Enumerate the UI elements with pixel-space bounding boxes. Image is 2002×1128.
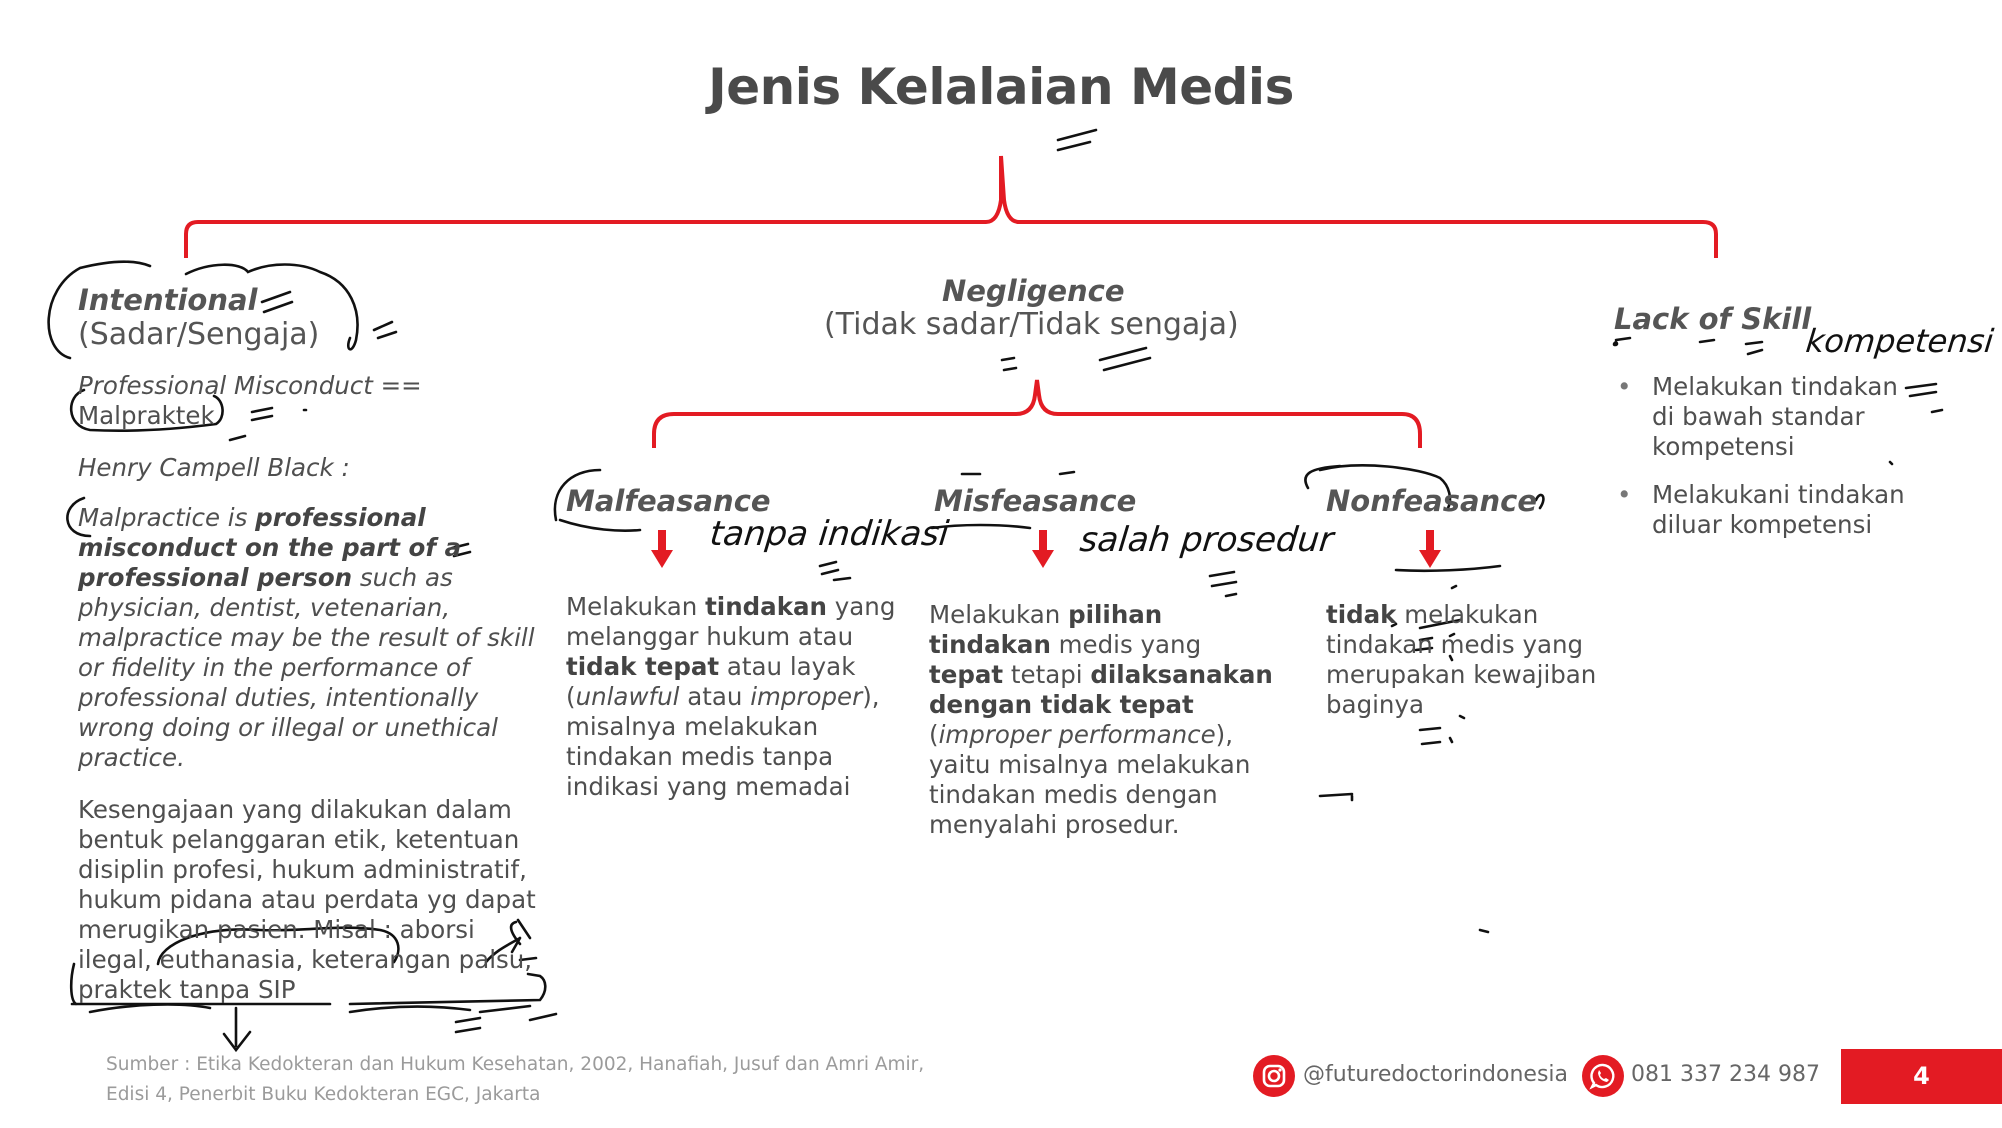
lack-of-skill-heading: Lack of Skill [1614,302,1812,336]
top-bracket [184,155,1718,258]
misconduct-label: Professional Misconduct == [78,371,422,400]
malfeasance-heading: Malfeasance [566,484,771,518]
handwritten-tanpa-indikasi: tanpa indikasi [707,514,951,554]
instagram-handle[interactable]: @futuredoctorindonesia [1303,1062,1569,1087]
handwritten-kompetensi: kompetensi [1804,322,1996,360]
nonfeasance-description: tidak melakukan tindakan medis yang meru… [1326,600,1597,719]
handwritten-salah-prosedur: salah prosedur [1077,520,1336,560]
malpraktek-label: Malpraktek [78,401,215,430]
whatsapp-icon[interactable] [1582,1055,1624,1097]
intentional-paragraph: Kesengajaan yang dilakukan dalam bentuk … [78,795,536,1004]
nonfeasance-heading: Nonfeasance [1326,484,1538,518]
intentional-heading: Intentional [78,283,258,317]
list-item: Melakukani tindakan diluar kompetensi [1614,480,1914,540]
negligence-heading: Negligence [942,274,1125,308]
page-number-box: 4 [1841,1049,2002,1104]
misfeasance-heading: Misfeasance [934,484,1137,518]
sub-bracket [652,379,1422,448]
source-citation: Sumber : Etika Kedokteran dan Hukum Kese… [106,1054,925,1105]
malpractice-quote: Malpractice is professional misconduct o… [78,503,535,772]
down-arrow-icon [651,530,673,568]
down-arrow-icon [1419,530,1441,568]
list-item: Melakukan tindakan di bawah standar komp… [1614,372,1914,462]
instagram-icon[interactable] [1253,1055,1295,1097]
intentional-definition: Professional Misconduct == Malpraktek [78,371,478,431]
page-number: 4 [1913,1062,1930,1090]
lack-of-skill-list: Melakukan tindakan di bawah standar komp… [1614,372,1914,558]
down-arrow-icon [1032,530,1054,568]
page-title: Jenis Kelalaian Medis [708,58,1294,116]
malfeasance-description: Melakukan tindakan yang melanggar hukum … [566,592,896,801]
misfeasance-description: Melakukan pilihan tindakan medis yang te… [929,600,1273,839]
whatsapp-number[interactable]: 081 337 234 987 [1631,1062,1820,1087]
quote-author: Henry Campell Black : [78,453,350,482]
negligence-subheading: (Tidak sadar/Tidak sengaja) [824,307,1239,342]
intentional-subheading: (Sadar/Sengaja) [78,317,320,352]
